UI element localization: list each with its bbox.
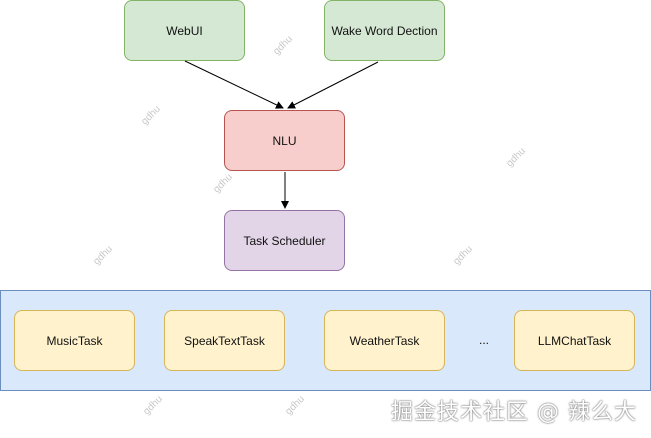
task-scheduler-node[interactable]: Task Scheduler (224, 210, 345, 271)
music-task-label: MusicTask (46, 333, 103, 348)
wake-word-detection-node[interactable]: Wake Word Dection (324, 0, 445, 61)
webui-node[interactable]: WebUI (124, 0, 245, 61)
weather-task-node[interactable]: WeatherTask (324, 310, 445, 371)
speak-text-task-label: SpeakTextTask (184, 333, 265, 348)
llm-chat-task-node[interactable]: LLMChatTask (514, 310, 635, 371)
nlu-label: NLU (272, 133, 297, 148)
arrow-wake-word-to-nlu (287, 61, 379, 109)
arrow-webui-to-nlu (184, 60, 284, 109)
speak-text-task-node[interactable]: SpeakTextTask (164, 310, 285, 371)
more-tasks-ellipsis: ... (479, 333, 490, 347)
webui-label: WebUI (166, 23, 203, 38)
task-scheduler-label: Task Scheduler (243, 233, 326, 248)
llm-chat-task-label: LLMChatTask (537, 333, 612, 348)
nlu-node[interactable]: NLU (224, 110, 345, 171)
wake-word-detection-label: Wake Word Dection (331, 23, 438, 38)
brand-watermark: 掘金技术社区 @ 辣么大 (391, 400, 637, 425)
music-task-node[interactable]: MusicTask (14, 310, 135, 371)
weather-task-label: WeatherTask (349, 333, 420, 348)
